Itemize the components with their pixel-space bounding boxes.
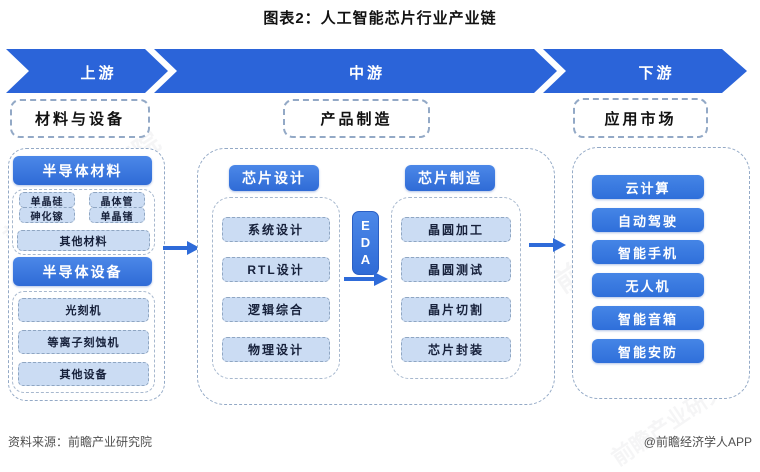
application-item: 智能音箱: [592, 306, 704, 330]
eda-arrow: [344, 272, 388, 286]
manufacturing-step: 芯片封装: [401, 337, 511, 362]
material-item: 单晶硅: [19, 192, 75, 208]
credit-note: @前瞻经济学人APP: [643, 435, 752, 449]
banner-segment-midstream: 中游: [348, 64, 385, 82]
chip-manufacturing-header: 芯片制造: [405, 165, 495, 191]
midstream-header: 产品制造: [283, 99, 430, 138]
manufacturing-step: 晶圆加工: [401, 217, 511, 242]
process-arrow-ribbon: [6, 49, 747, 93]
application-item: 云计算: [592, 175, 704, 199]
chip-design-header: 芯片设计: [229, 165, 319, 191]
midstream-to-downstream-arrow: [529, 238, 566, 252]
banner-segment-downstream: 下游: [638, 64, 675, 82]
design-step: 逻辑综合: [222, 297, 330, 322]
banner-segment-upstream: 上游: [80, 64, 117, 82]
application-item: 自动驾驶: [592, 208, 704, 232]
equipment-item: 其他设备: [18, 362, 149, 386]
material-item: 单晶锗: [89, 207, 145, 223]
material-item: 晶体管: [89, 192, 145, 208]
equipment-item: 等离子刻蚀机: [18, 330, 149, 354]
eda-label: EDA: [360, 218, 371, 267]
material-item-other: 其他材料: [17, 230, 150, 251]
application-item: 无人机: [592, 273, 704, 297]
source-note: 资料来源：前瞻产业研究院: [8, 435, 153, 449]
upstream-to-midstream-arrow: [163, 241, 200, 255]
design-step: 物理设计: [222, 337, 330, 362]
design-step: RTL设计: [222, 257, 330, 282]
design-step: 系统设计: [222, 217, 330, 242]
page-title: 图表2：人工智能芯片行业产业链: [263, 10, 497, 27]
material-item: 砷化镓: [19, 207, 75, 223]
semiconductor-materials-header: 半导体材料: [13, 156, 152, 185]
eda-box: EDA: [352, 211, 379, 275]
application-item: 智能手机: [592, 240, 704, 264]
manufacturing-step: 晶圆测试: [401, 257, 511, 282]
downstream-header: 应用市场: [573, 98, 708, 138]
application-item: 智能安防: [592, 339, 704, 363]
upstream-header: 材料与设备: [10, 99, 150, 138]
semiconductor-equipment-header: 半导体设备: [13, 257, 152, 286]
equipment-item: 光刻机: [18, 298, 149, 322]
manufacturing-step: 晶片切割: [401, 297, 511, 322]
